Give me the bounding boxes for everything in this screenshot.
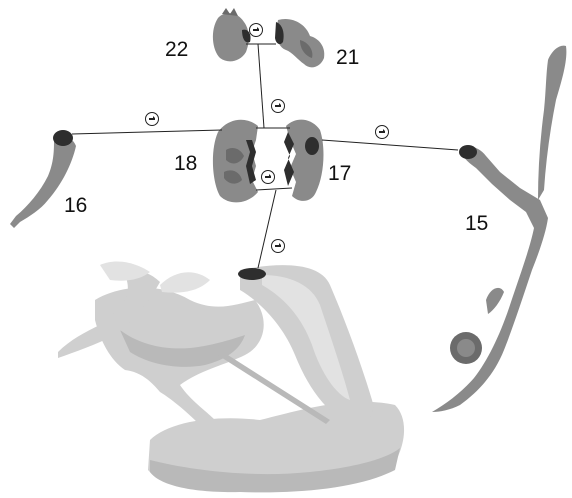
connector-torso-halves-lower bbox=[256, 188, 292, 190]
label-part-18: 18 bbox=[174, 152, 197, 175]
label-part-15: 15 bbox=[465, 212, 488, 235]
base-sculpture bbox=[58, 261, 404, 492]
part-21-headdress bbox=[275, 19, 324, 67]
connector-torso-base bbox=[258, 190, 276, 268]
label-part-17: 17 bbox=[328, 162, 351, 185]
connector-head-torso bbox=[258, 44, 264, 128]
connector-arm-torso bbox=[72, 130, 222, 134]
part-22-head bbox=[213, 8, 251, 61]
glue-drop-icon bbox=[146, 113, 159, 126]
part-labels: 22 21 18 17 16 15 bbox=[64, 38, 488, 235]
part-17-torso-back bbox=[284, 120, 323, 201]
label-part-22: 22 bbox=[165, 38, 188, 61]
part-15-staff bbox=[432, 46, 566, 412]
glue-drop-icon bbox=[272, 240, 285, 253]
label-part-21: 21 bbox=[336, 46, 359, 69]
glue-drop-icon bbox=[262, 171, 275, 184]
label-part-16: 16 bbox=[64, 194, 87, 217]
connector-torso-staff bbox=[322, 140, 458, 150]
part-18-torso-front bbox=[213, 120, 258, 203]
glue-drop-icon bbox=[376, 126, 389, 139]
connector-lines bbox=[72, 44, 458, 268]
glue-drop-icon bbox=[272, 100, 285, 113]
glue-drop-icon bbox=[250, 24, 263, 37]
